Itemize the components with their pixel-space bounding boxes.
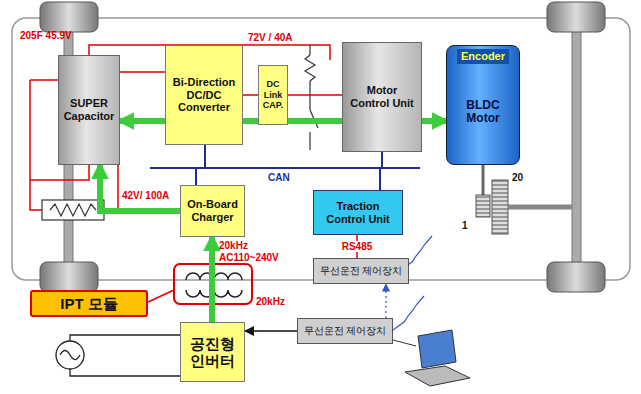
motor-shaft: [482, 165, 485, 195]
callout-box: IPT 모듈: [30, 290, 148, 317]
connector: [243, 94, 258, 96]
motor-cylinder: EncoderBLDC Motor: [446, 45, 520, 165]
node-text: BLDC Motor: [450, 99, 516, 127]
node-text: SUPER Capacitor: [62, 97, 116, 122]
leader-line: [148, 290, 174, 302]
controller-box: Motor Control Unit: [342, 42, 422, 152]
connector: [120, 71, 165, 73]
annotation-label: AC110~240V: [219, 252, 279, 263]
inverter-box: 공진형 인버터: [180, 322, 245, 382]
right-axle: [572, 28, 581, 268]
node-text: Encoder: [457, 49, 509, 64]
wheel: [40, 262, 98, 292]
pinion-gear: [476, 195, 490, 217]
annotation-label: 205F 45.9V: [20, 30, 72, 41]
annotation-label: 42V/ 100A: [122, 190, 169, 201]
wheel: [547, 2, 605, 32]
chassis-outline: [12, 18, 630, 280]
annotation-label: 20: [512, 172, 523, 183]
node-text: 공진형 인버터: [184, 335, 241, 370]
annotation-label: CAN: [268, 172, 290, 183]
node-text: Traction Control Unit: [317, 200, 399, 225]
ring-gear: [492, 180, 508, 234]
capacitor-box: SUPER Capacitor: [58, 55, 120, 165]
annotation-label: 20kHz: [256, 296, 285, 307]
connector: [245, 330, 297, 332]
converter-box: Bi-Direction DC/DC Converter: [165, 45, 243, 145]
controller-box: Traction Control Unit: [313, 190, 403, 235]
node-text: Motor Control Unit: [346, 84, 418, 109]
wheel: [40, 2, 98, 32]
gear-shaft: [508, 205, 572, 210]
dc-link-resistor: [305, 45, 318, 150]
charger-box: On-Board Charger: [180, 185, 245, 237]
node-text: 무선운전 제어장치: [304, 325, 387, 337]
laptop-icon: [393, 330, 470, 386]
node-text: DC Link CAP.: [260, 79, 286, 110]
node-text: Bi-Direction DC/DC Converter: [169, 76, 239, 114]
connector: [288, 94, 342, 96]
capacitor-box: DC Link CAP.: [258, 65, 288, 125]
node-text: 무선운전 제어장치: [320, 265, 403, 277]
wireless-controller: 무선운전 제어장치: [297, 318, 393, 344]
connector: [209, 237, 215, 322]
annotation-label: 72V / 40A: [248, 32, 292, 43]
annotation-label: 20kHz: [219, 240, 248, 251]
wireless-controller: 무선운전 제어장치: [313, 258, 409, 284]
annotation-label: 1: [462, 220, 468, 231]
connector: [100, 165, 180, 211]
signal-label: RS485: [340, 241, 375, 252]
node-text: On-Board Charger: [184, 198, 241, 223]
node-text: IPT 모듈: [60, 295, 118, 312]
wheel: [547, 262, 605, 292]
resistor-symbol: [42, 200, 104, 220]
ac-source: [56, 335, 180, 376]
connector: [385, 284, 386, 318]
